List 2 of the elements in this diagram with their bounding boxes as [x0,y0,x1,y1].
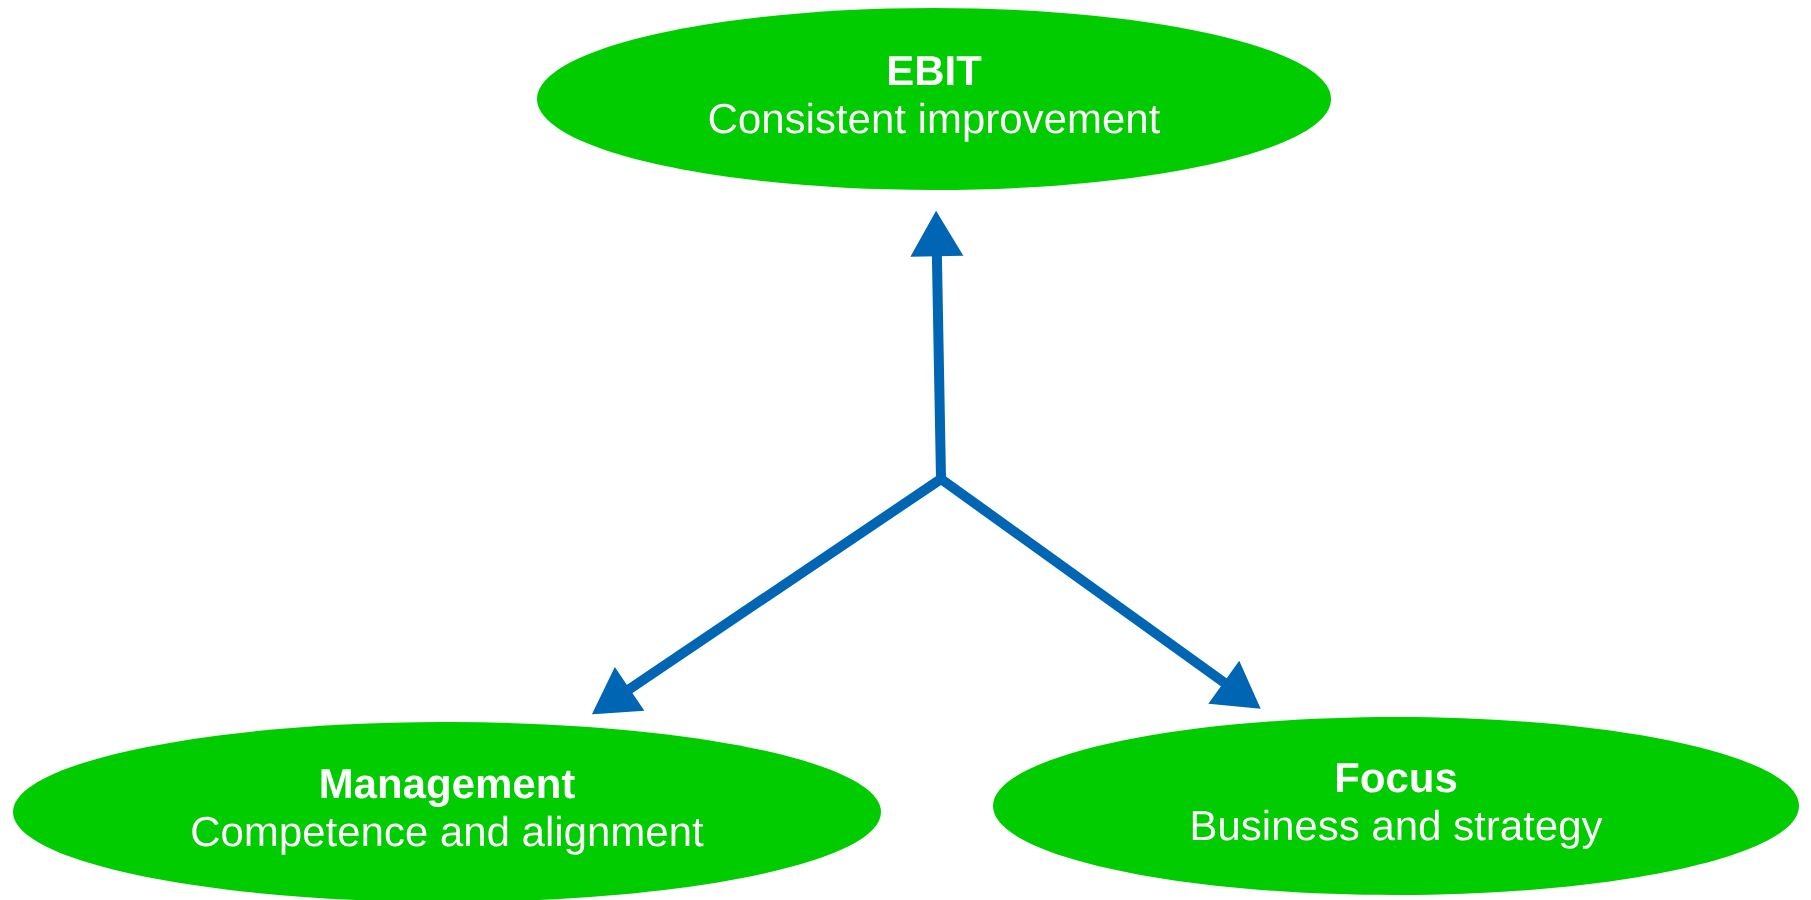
ellipse-node: Focus Business and strategy [993,717,1799,895]
ellipse-node: EBIT Consistent improvement [537,8,1331,190]
